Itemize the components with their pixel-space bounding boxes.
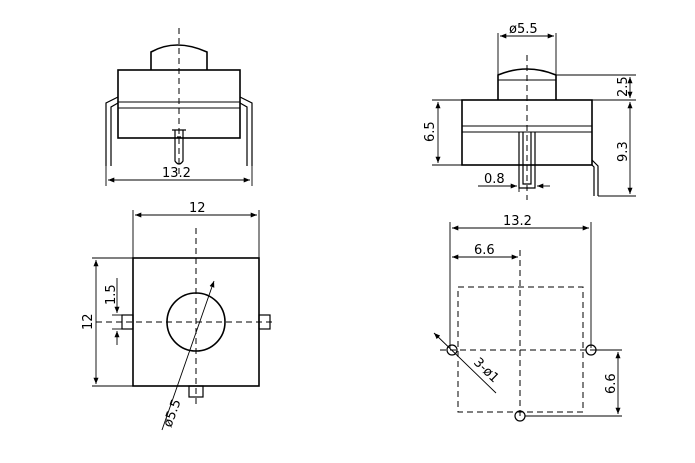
top-view-offset-label: 1.5 — [104, 284, 119, 305]
footprint-half-width-label: 6.6 — [474, 243, 495, 258]
side-view-cap-diameter-label: ø5.5 — [509, 22, 538, 37]
front-view-cap — [150, 44, 208, 70]
front-view-left-lead — [105, 96, 119, 166]
footprint-hole-label: 3-ø1 — [470, 355, 501, 386]
top-view-height-label: 12 — [81, 313, 96, 330]
top-view: 12 12 1.5 ø5.5 — [81, 201, 275, 431]
footprint-side-label: 6.6 — [604, 373, 619, 394]
side-view-side-lead — [591, 159, 599, 196]
top-view-diameter-leader — [161, 280, 215, 431]
top-view-diameter-label: ø5.5 — [161, 397, 185, 429]
top-view-bottom-tab — [188, 385, 204, 398]
footprint-hole-leader — [433, 332, 497, 394]
front-view: 13.2 — [105, 28, 253, 186]
footprint-view: 13.2 6.6 6.6 3-ø1 — [433, 214, 622, 422]
side-view-cap-height-label: 2.5 — [616, 76, 631, 97]
side-view-pin-width-label: 0.8 — [484, 172, 505, 187]
side-view-body-height-label: 6.5 — [423, 121, 438, 142]
front-view-right-lead — [239, 96, 253, 166]
top-view-width-label: 12 — [189, 201, 206, 216]
footprint-hole-left — [446, 344, 458, 356]
side-view-total-height-label: 9.3 — [616, 141, 631, 162]
footprint-width-label: 13.2 — [503, 214, 532, 229]
front-view-width-label: 13.2 — [162, 166, 191, 181]
side-view: ø5.5 2.5 9.3 6.5 0.8 — [423, 22, 636, 200]
